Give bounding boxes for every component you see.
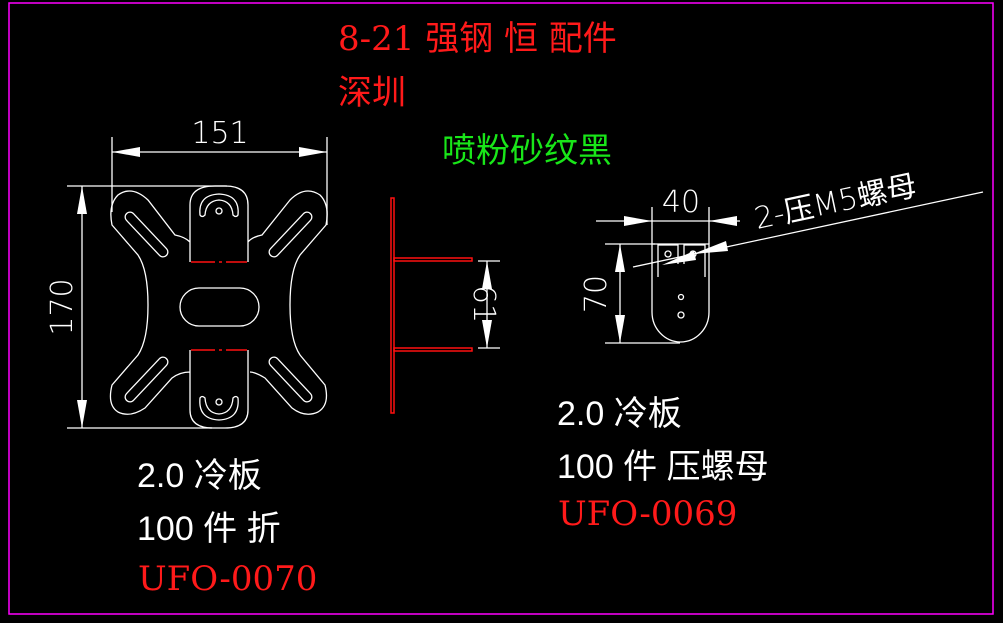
dimension-151: 151: [111, 116, 328, 225]
dim-flange-text: 61: [466, 285, 501, 323]
bracket-side-view: 61: [390, 197, 501, 414]
dimension-40: 40: [596, 185, 740, 244]
title-line-1: 8-21 强钢 恒 配件: [338, 19, 617, 59]
left-material: 2.0 冷板: [137, 457, 262, 495]
dimension-70: 70: [579, 243, 680, 344]
left-qty-process: 100 件 折: [137, 510, 281, 548]
dim-height-text: 170: [45, 278, 80, 335]
right-part-number: UFO-0069: [558, 494, 737, 534]
bracket-plate-view: [109, 185, 328, 429]
slots: [124, 211, 313, 403]
right-material: 2.0 冷板: [557, 395, 682, 433]
right-qty-process: 100 件 压螺母: [557, 448, 769, 486]
leader-note-text: 2-压M5螺母: [751, 168, 920, 237]
dim-height-text: 70: [579, 275, 614, 313]
finish-note: 喷粉砂纹黑: [442, 131, 612, 171]
title-line-2: 深圳: [338, 73, 406, 113]
drawing-border: [8, 2, 994, 615]
center-oval-hole: [179, 287, 260, 327]
dimension-170: 170: [45, 185, 227, 429]
dim-width-text: 40: [662, 185, 700, 220]
dim-width-text: 151: [191, 116, 248, 151]
left-part-number: UFO-0070: [138, 559, 317, 599]
